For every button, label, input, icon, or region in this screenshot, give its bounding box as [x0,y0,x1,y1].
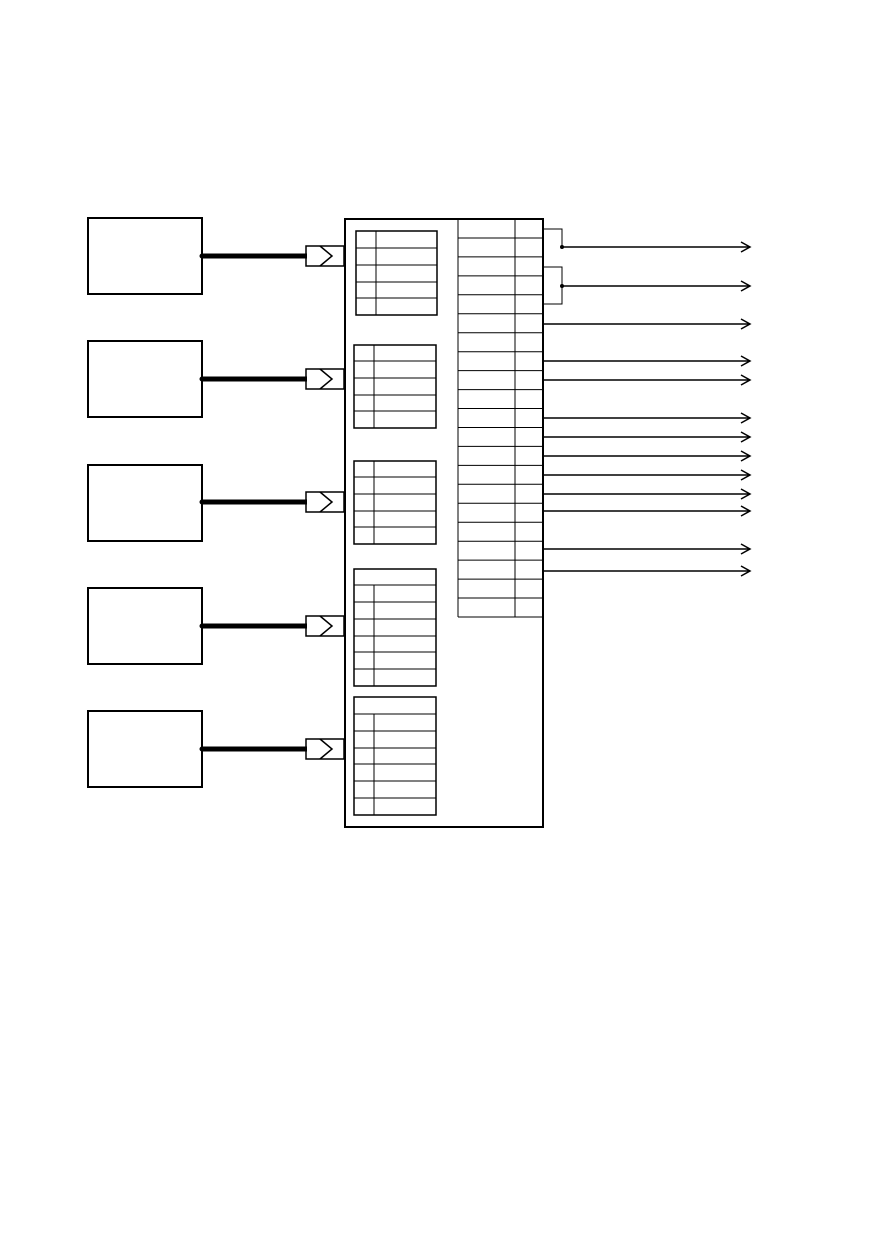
output-arrow [543,543,752,555]
arrow-right-icon [740,355,752,367]
output-arrow [543,318,752,330]
output-arrow [543,488,752,500]
arrow-right-icon [740,280,752,292]
bus-joint-dot [199,253,205,259]
output-arrow [543,431,752,443]
output-table [457,219,543,618]
output-arrow [543,565,752,577]
output-arrow [562,241,752,253]
bus-joint-dot [199,623,205,629]
output-arrow [543,355,752,367]
source-box-2 [87,340,203,418]
source-box-3 [87,464,203,542]
output-arrow [543,374,752,386]
source-boxes [87,217,203,788]
register-table [355,230,438,316]
output-arrow [562,280,752,292]
bus-lines [199,253,307,752]
arrow-right-icon [740,505,752,517]
chevron-connector-icon [305,491,345,513]
arrow-right-icon [740,412,752,424]
register-table [353,696,437,816]
register-tables [353,230,438,816]
output-lines [543,228,752,577]
main-module [344,218,544,828]
arrow-right-icon [740,318,752,330]
output-arrow [543,450,752,462]
chevron-connector-icon [305,368,345,390]
connectors [305,245,345,760]
bus-joint-dot [199,746,205,752]
output-arrow [543,469,752,481]
output-merge-bracket [543,266,563,305]
bus-joint-dot [199,499,205,505]
bus-joint-dot [199,376,205,382]
source-box-5 [87,710,203,788]
chevron-connector-icon [305,738,345,760]
arrow-right-icon [740,241,752,253]
source-box-4 [87,587,203,665]
arrow-right-icon [740,543,752,555]
source-box-1 [87,217,203,295]
output-merge-bracket [543,228,563,247]
arrow-right-icon [740,488,752,500]
arrow-right-icon [740,469,752,481]
register-table [353,568,437,687]
register-table [353,460,437,545]
register-table [353,344,437,429]
arrow-right-icon [740,450,752,462]
chevron-connector-icon [305,245,345,267]
arrow-right-icon [740,565,752,577]
arrow-right-icon [740,374,752,386]
output-arrow [543,505,752,517]
arrow-right-icon [740,431,752,443]
output-arrow [543,412,752,424]
chevron-connector-icon [305,615,345,637]
